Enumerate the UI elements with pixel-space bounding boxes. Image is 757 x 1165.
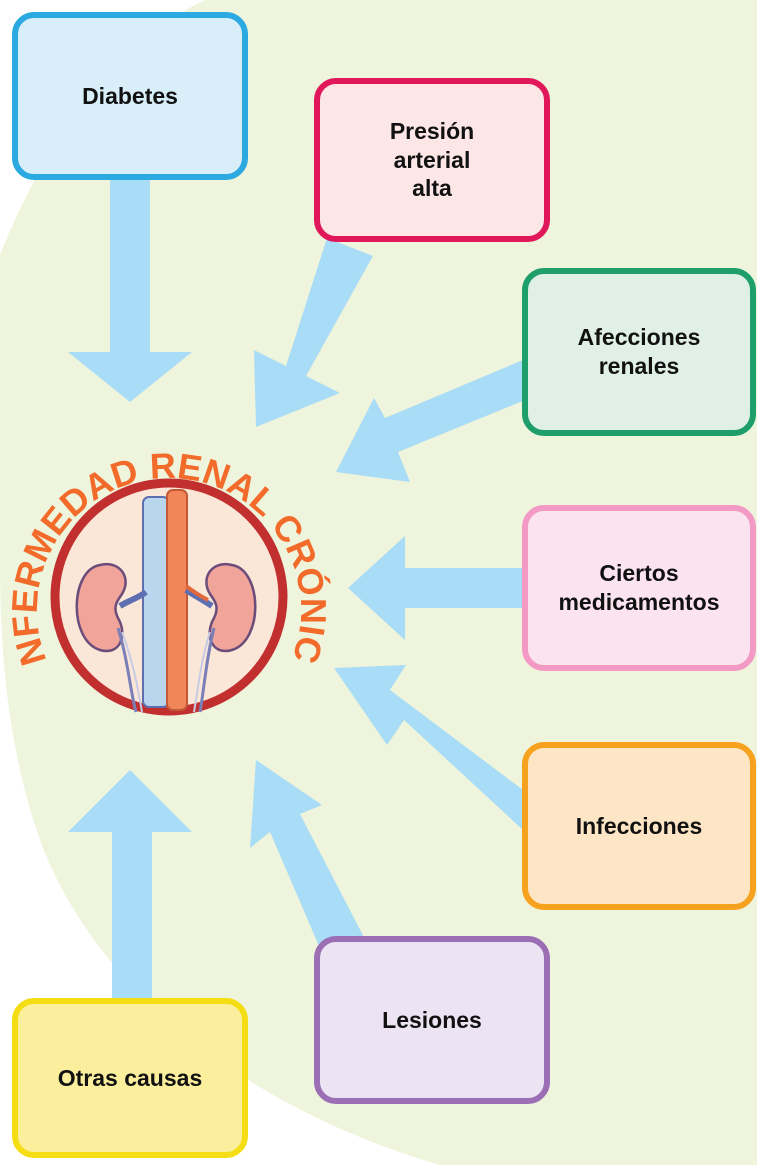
- cause-label-ciertos-medicamentos: Ciertos medicamentos: [558, 560, 720, 615]
- arrow-from-otras: [68, 770, 192, 1000]
- arrow-from-afecciones: [336, 360, 530, 482]
- cause-label-diabetes: Diabetes: [82, 82, 178, 109]
- kidneys-icon: [75, 489, 257, 713]
- cause-label-afecciones-renales: Afecciones renales: [577, 324, 701, 379]
- cause-box-diabetes: Diabetes: [12, 12, 248, 180]
- arrows-group: [68, 178, 530, 1000]
- cause-label-lesiones: Lesiones: [382, 1006, 482, 1033]
- cause-label-presion-arterial-alta: Presión arterial alta: [389, 117, 475, 202]
- cause-label-otras-causas: Otras causas: [57, 1064, 203, 1091]
- cause-box-presion-arterial-alta: Presión arterial alta: [314, 78, 550, 242]
- arrow-from-presion: [254, 238, 373, 427]
- cause-box-ciertos-medicamentos: Ciertos medicamentos: [522, 505, 756, 671]
- cause-label-infecciones: Infecciones: [575, 812, 703, 839]
- arrow-from-ciertos: [348, 536, 523, 640]
- arrow-from-diabetes: [68, 178, 192, 402]
- cause-box-infecciones: Infecciones: [522, 742, 756, 910]
- arrow-from-lesiones: [250, 760, 368, 960]
- arrow-from-infecciones: [334, 665, 523, 830]
- cause-box-afecciones-renales: Afecciones renales: [522, 268, 756, 436]
- cause-box-otras-causas: Otras causas: [12, 998, 248, 1158]
- cause-box-lesiones: Lesiones: [314, 936, 550, 1104]
